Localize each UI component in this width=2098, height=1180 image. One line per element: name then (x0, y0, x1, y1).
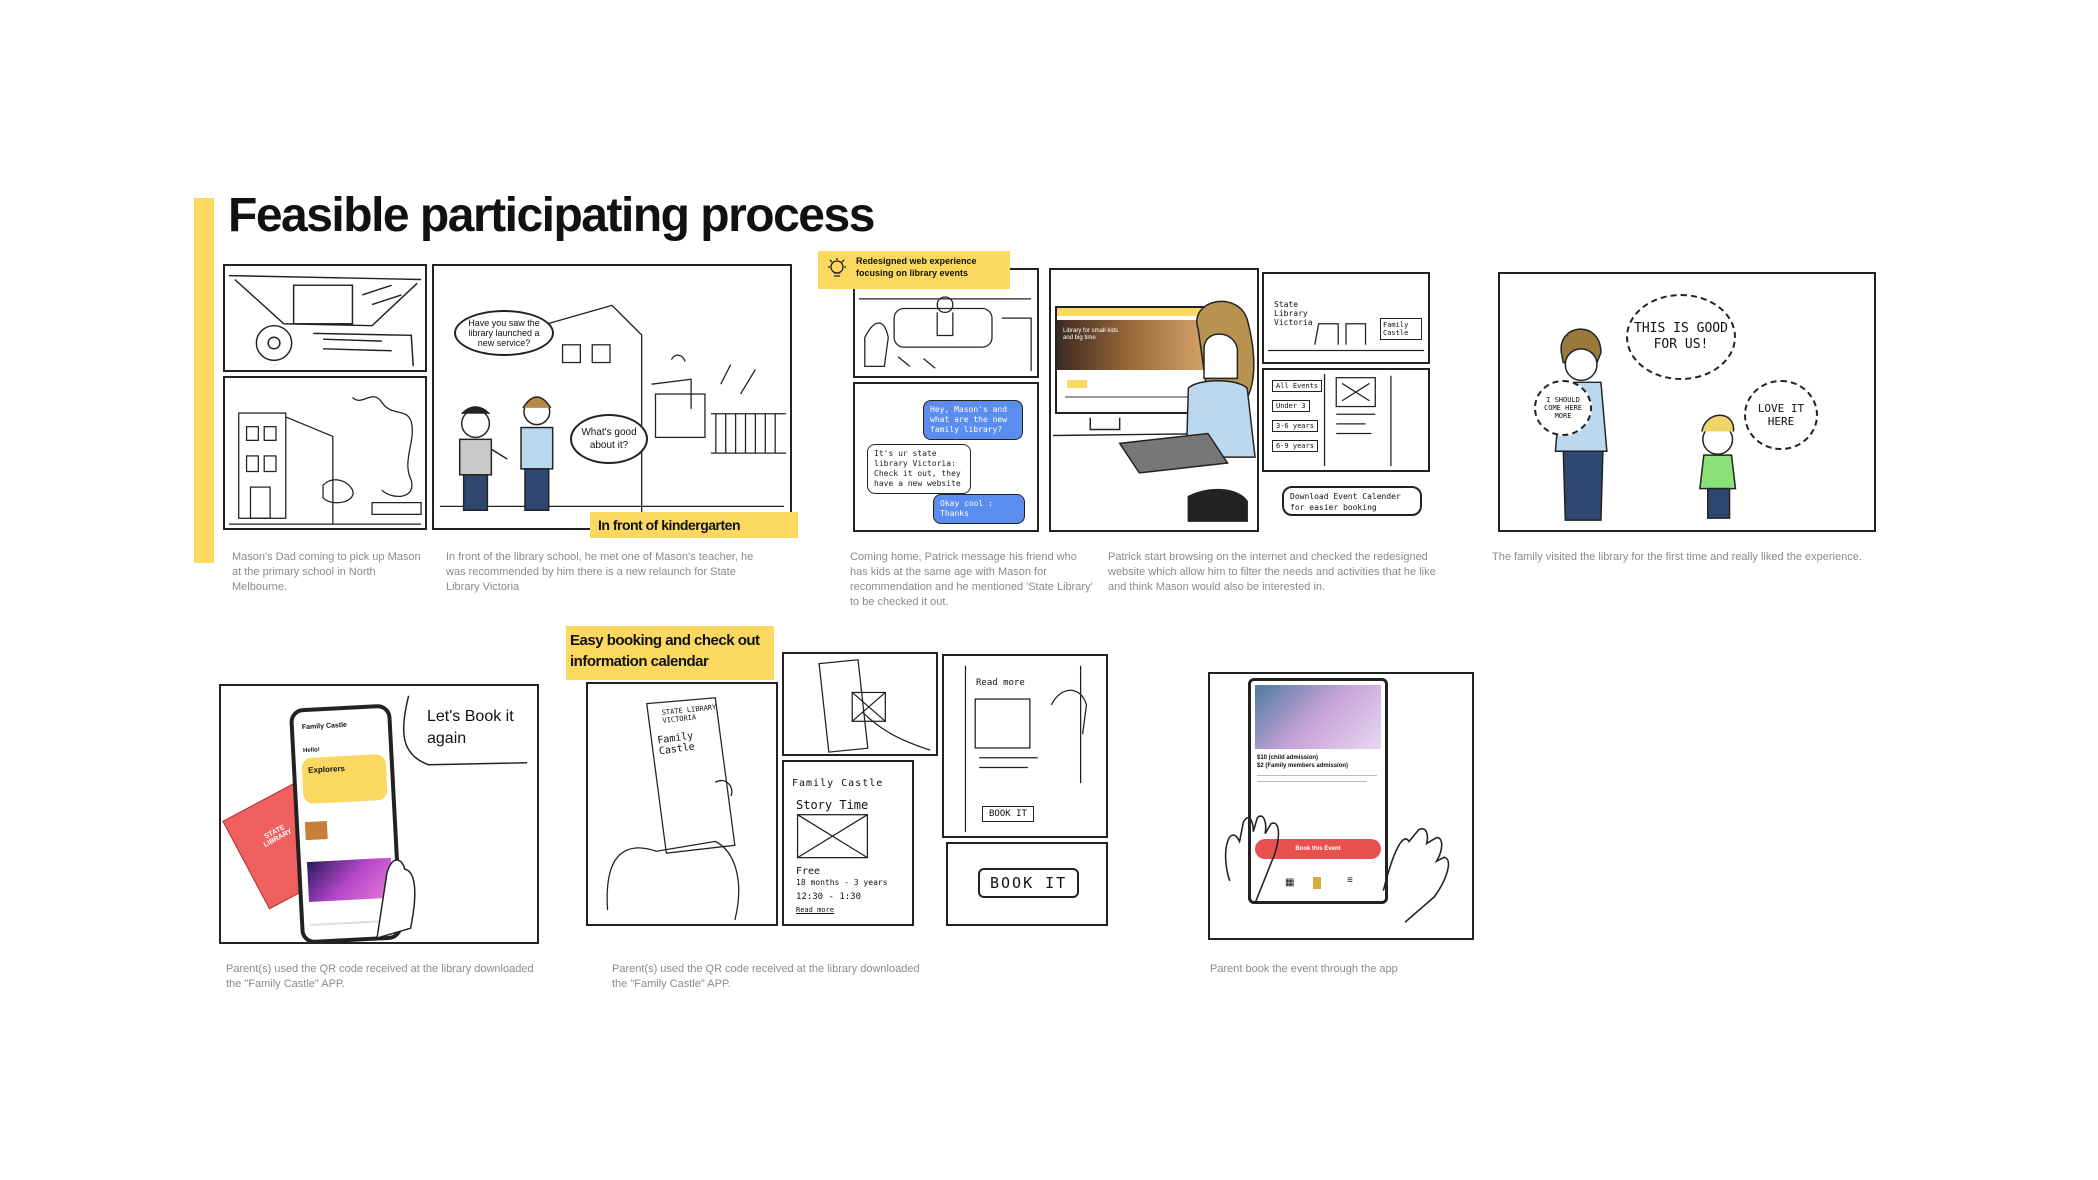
storyboard-panel-app-booking: $10 (child admission) $2 (Family members… (1208, 672, 1474, 940)
calendar-tab-icon[interactable]: ▦ (1285, 877, 1295, 888)
book-event-button[interactable]: Book this Event (1255, 839, 1381, 859)
sketch-ages: 18 months - 3 years (796, 878, 888, 887)
caption-chat: Coming home, Patrick message his friend … (850, 551, 1093, 608)
filter-chip-all: All Events (1272, 380, 1323, 392)
website-screenshot: Library for small kids and big time (1055, 306, 1209, 414)
location-tag-kindergarten: In front of kindergarten (590, 512, 798, 538)
title-accent-bar (194, 198, 214, 563)
app-phone-mockup: Family Castle Hello! Explorers (288, 703, 404, 942)
sketch-story-time: Story Time (796, 798, 869, 812)
caption-browsing: Patrick start browsing on the internet a… (1108, 551, 1436, 593)
sketch-state-library-label: State Library Victoria (1274, 300, 1313, 327)
booking-phone-mockup: $10 (child admission) $2 (Family members… (1248, 678, 1388, 904)
caption-family-visit: The family visited the library for the f… (1492, 551, 1862, 563)
sketch-read-more-header: Read more (976, 678, 1025, 688)
thought-bubble-come-more: I SHOULD COME HERE MORE (1534, 380, 1592, 436)
sketch-family-castle-header: Family Castle (792, 778, 884, 789)
hand-holding-sketch-phone (606, 697, 740, 921)
app-card-title: Explorers (307, 763, 346, 775)
feature-tag-label: Redesigned web experience focusing on li… (856, 256, 977, 278)
website-hero-text: Library for small kids and big time (1063, 328, 1119, 341)
sketch-nav-boxes (1267, 323, 1425, 352)
storyboard-panel-browsing: Library for small kids and big time (1049, 268, 1259, 532)
sofa-scene-sketch (858, 296, 1032, 372)
app-explorers-card: Explorers (301, 753, 388, 805)
chat-bubble-outgoing-1: Hey, Mason's and what are the new family… (923, 400, 1023, 440)
caption-sketch-booking: Parent(s) used the QR code received at t… (612, 963, 920, 990)
page-title: Feasible participating process (228, 189, 875, 242)
event-image (1255, 685, 1381, 749)
storyboard-panel-chat: Hey, Mason's and what are the new family… (853, 382, 1039, 532)
download-calendar-text: Download Event Calender for easier booki… (1290, 492, 1401, 512)
speech-bubble-question: Have you saw the library launched a new … (454, 310, 554, 356)
speech-lets-book: Let's Book it again (427, 708, 514, 747)
storyboard-panel-sketch-phone: STATE LIBRARY VICTORIA Family Castle (586, 682, 778, 926)
sketch-time: 12:30 - 1:30 (796, 892, 862, 902)
caption-app-download: Parent(s) used the QR code received at t… (226, 963, 534, 990)
storyboard-panel-tapping-card (782, 652, 938, 756)
menu-tab-icon[interactable]: ≡ (1347, 875, 1353, 886)
tapping-event-card-sketch (818, 659, 931, 753)
ticket-tab-icon[interactable] (1313, 877, 1321, 889)
download-calendar-callout: Download Event Calender for easier booki… (1282, 486, 1422, 516)
storyboard-panel-website-sketch-filters: All Events Under 3 3-6 years 6-9 years (1262, 368, 1430, 472)
storyboard-panel-family-visit: THIS IS GOOD FOR US! I SHOULD COME HERE … (1498, 272, 1876, 532)
sketch-phone-scroll (964, 665, 1088, 833)
event-price-child: $10 (child admission) (1257, 755, 1319, 761)
man-at-laptop-sketch (1052, 300, 1256, 522)
lightbulb-icon (826, 257, 848, 281)
storyboard-panel-book-it: BOOK IT (946, 842, 1108, 926)
caption-kindergarten: In front of the library school, he met o… (446, 551, 754, 593)
feature-tag-booking: Easy booking and check out information c… (566, 626, 774, 680)
car-dashboard-sketch (228, 274, 422, 367)
filter-chip-under-3: Under 3 (1272, 400, 1310, 412)
speech-bubble-answer: What's good about it? (570, 414, 648, 464)
storyboard-panel-kindergarten: Have you saw the library launched a new … (432, 264, 792, 530)
event-price-family: $2 (Family members admission) (1257, 763, 1349, 769)
kindergarten-scene-sketch (439, 304, 787, 513)
sketch-free: Free (796, 866, 821, 877)
school-street-sketch (228, 396, 422, 525)
storyboard-panel-car (223, 264, 427, 372)
sketch-book-it-big: BOOK IT (978, 868, 1080, 898)
storyboard-panel-street (223, 376, 427, 530)
sketch-event-image (796, 814, 869, 859)
storyboard-panel-app-download: STATE LIBRARY Family Castle Hello! Explo… (219, 684, 539, 944)
sketch-read-more: Read more (796, 906, 834, 914)
chat-bubble-outgoing-2: Okay cool : Thanks (933, 494, 1025, 524)
caption-pickup: Mason's Dad coming to pick up Mason at t… (232, 551, 421, 593)
sketch-book-it-small: BOOK IT (982, 806, 1034, 822)
storyboard-panel-read-more: Read more BOOK IT (942, 654, 1108, 838)
sketch-family-castle-label: Family Castle (1380, 318, 1422, 340)
thought-bubble-good-for-us: THIS IS GOOD FOR US! (1626, 294, 1736, 380)
app-name: Family Castle (301, 721, 348, 732)
storyboard-panel-story-time: Family Castle Story Time Free 18 months … (782, 760, 914, 926)
app-hello: Hello! (302, 747, 320, 755)
caption-app-booking: Parent book the event through the app (1210, 963, 1398, 975)
sketch-event-cards (1323, 373, 1392, 467)
filter-chip-3-6: 3-6 years (1272, 420, 1318, 432)
thought-bubble-love-it: LOVE IT HERE (1744, 380, 1818, 450)
feature-tag-web-experience: Redesigned web experience focusing on li… (818, 251, 1010, 289)
chat-bubble-incoming: It's ur state library Victoria: Check it… (867, 444, 971, 494)
storyboard-panel-website-sketch-top: State Library Victoria Family Castle (1262, 272, 1430, 364)
filter-chip-6-9: 6-9 years (1272, 440, 1318, 452)
